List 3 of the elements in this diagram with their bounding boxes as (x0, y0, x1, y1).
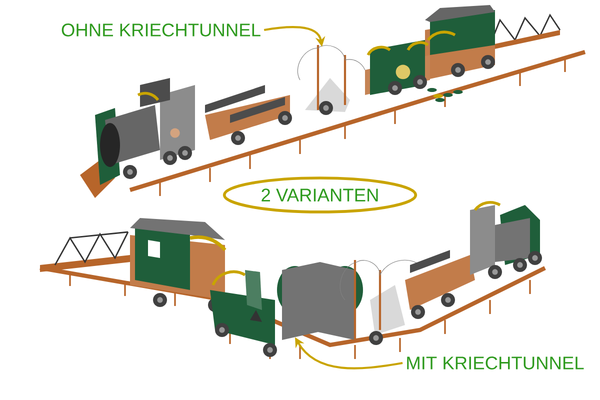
heading-text: OHNE KRIECHTUNNEL (62, 24, 260, 36)
circled-label: 2 VARIANTEN (222, 176, 418, 214)
heading-text: MIT KRIECHTUNNEL (407, 356, 584, 370)
